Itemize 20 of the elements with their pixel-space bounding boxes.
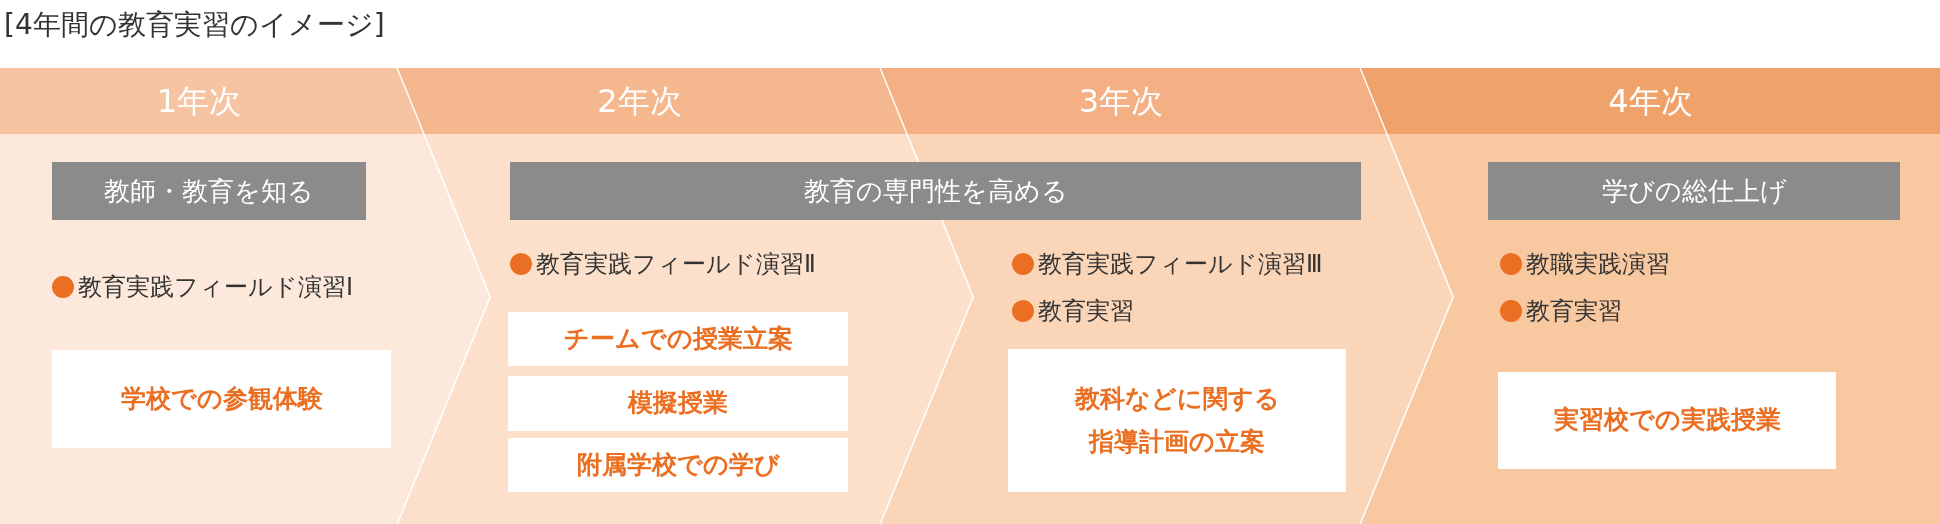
diagram-title: [4年間の教育実習のイメージ] [4, 7, 385, 43]
subject-item: 教職実践演習 [1526, 249, 1670, 280]
activity-box: 模擬授業 [508, 376, 848, 431]
subject-item: 教育実習 [1526, 296, 1622, 327]
subject-item: 教育実践フィールド演習Ⅱ [536, 249, 816, 280]
activity-box: 学校での参観体験 [52, 350, 391, 448]
activity-box: チームでの授業立案 [508, 312, 848, 366]
activity-box: 附属学校での学び [508, 438, 848, 492]
stage-heading-bar: 教師・教育を知る [52, 162, 366, 220]
activity-box: 教科などに関する指導計画の立案 [1008, 349, 1346, 492]
year-label: 2年次 [597, 81, 682, 121]
year-label: 1年次 [156, 81, 242, 121]
year-label: 4年次 [1608, 81, 1693, 121]
subject-item: 教育実習 [1038, 296, 1134, 327]
subject-item: 教育実践フィールド演習Ⅰ [78, 272, 354, 303]
activity-box: 実習校での実践授業 [1498, 372, 1836, 469]
stage-heading-bar: 教育の専門性を高める [510, 162, 1361, 220]
stage-heading-bar: 学びの総仕上げ [1488, 162, 1900, 220]
subject-item: 教育実践フィールド演習Ⅲ [1038, 249, 1323, 280]
year-label: 3年次 [1078, 81, 1164, 121]
